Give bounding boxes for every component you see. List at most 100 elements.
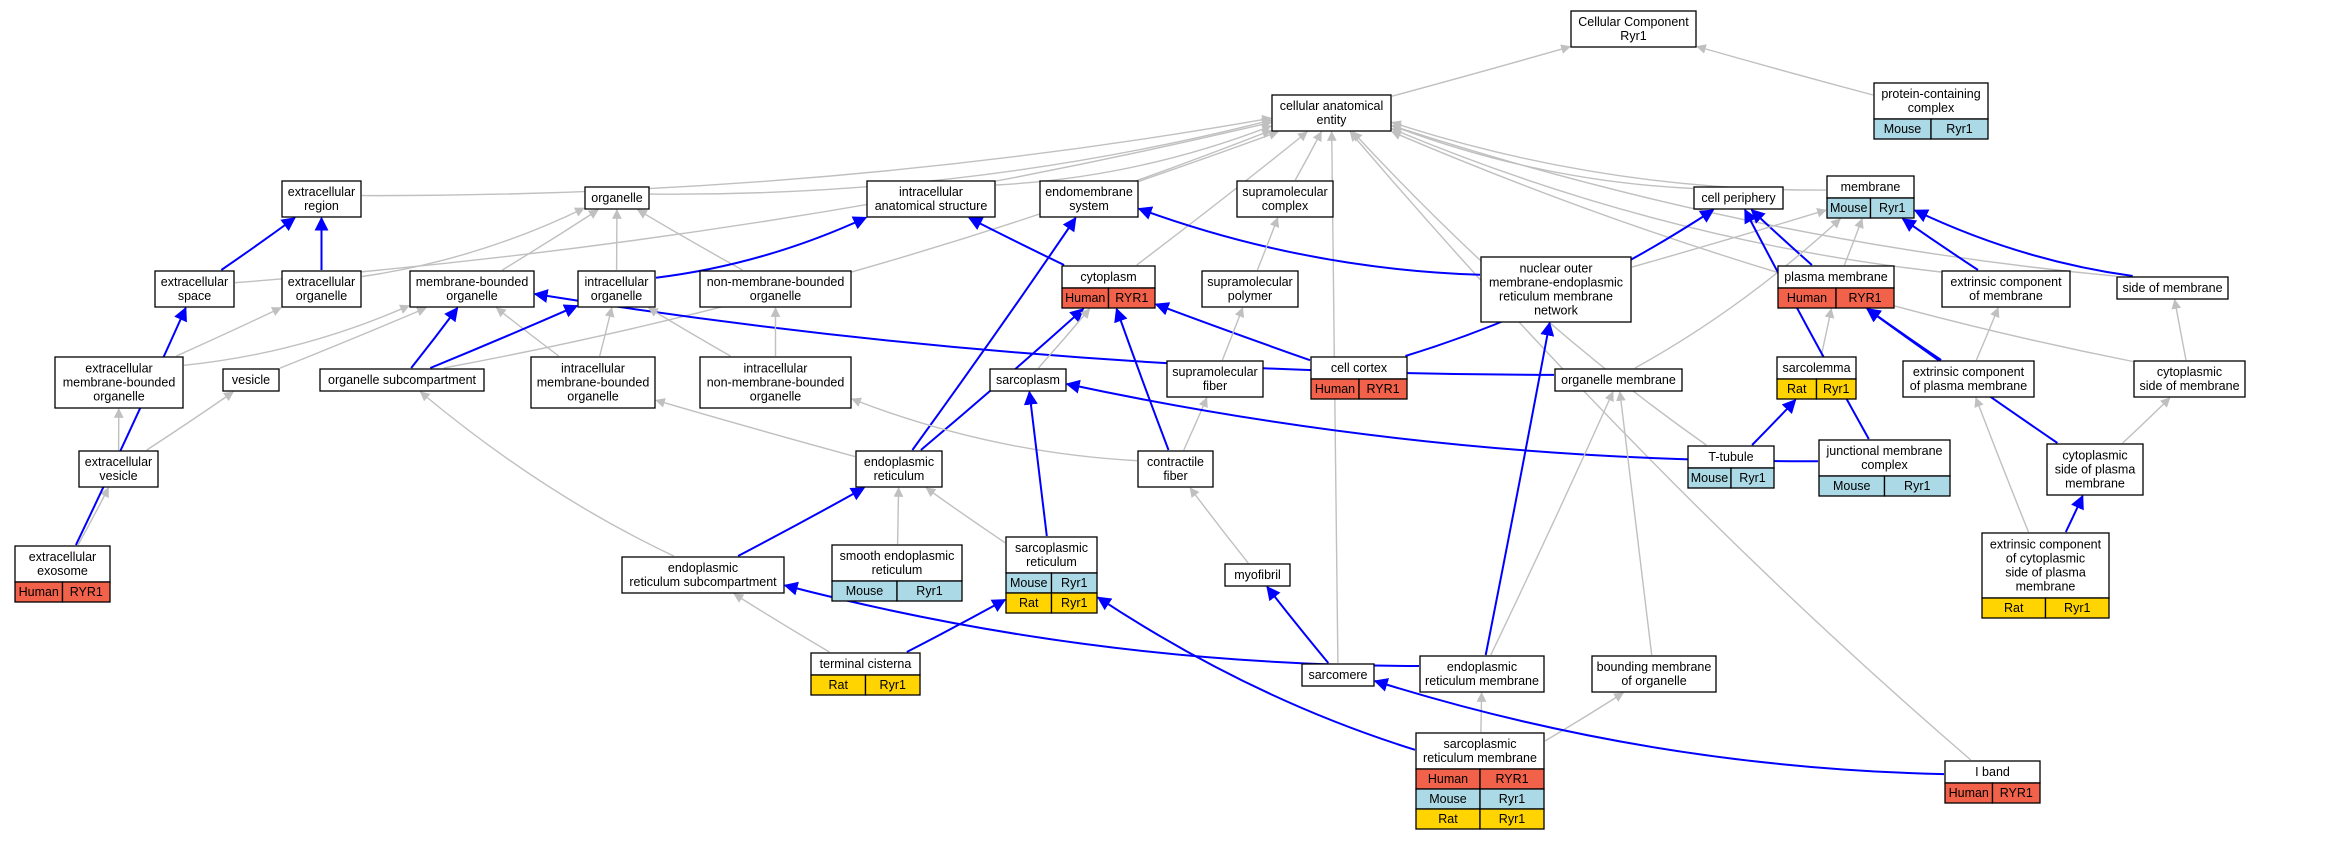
- node-intracellular-non-membrane-bounded-organelle[interactable]: intracellularnon-membrane-boundedorganel…: [699, 356, 852, 409]
- species-label: Human: [1787, 291, 1827, 305]
- node-label: reticulum: [874, 469, 925, 483]
- node-label: Ryr1: [1620, 29, 1646, 43]
- node-sarcomere[interactable]: sarcomere: [1301, 663, 1375, 687]
- edge-is-a: [361, 207, 585, 278]
- edge-part-of: [1266, 585, 1330, 664]
- node-myofibril[interactable]: myofibril: [1224, 563, 1291, 587]
- node-label: organelle: [591, 289, 642, 303]
- edge-is-a: [1974, 397, 2030, 533]
- species-label: Rat: [829, 678, 849, 692]
- node-nuclear-outer-membrane-er-network[interactable]: nuclear outermembrane-endoplasmicreticul…: [1480, 256, 1632, 323]
- node-vesicle[interactable]: vesicle: [222, 368, 280, 392]
- node-label: intracellular: [585, 275, 649, 289]
- node-box: [1591, 655, 1717, 693]
- node-label: endoplasmic: [1447, 660, 1517, 674]
- edge-is-a: [1037, 308, 1091, 369]
- edge-part-of: [906, 598, 1007, 653]
- node-box: [530, 356, 656, 409]
- node-label: side of membrane: [2122, 281, 2222, 295]
- node-box: [1570, 10, 1697, 48]
- gene-label: Ryr1: [1904, 479, 1930, 493]
- edge-is-a: [1183, 397, 1208, 451]
- node-label: membrane: [2065, 477, 2125, 491]
- node-label: endoplasmic: [668, 561, 738, 575]
- edge-is-a: [1490, 391, 1614, 656]
- gene-cell: [1050, 592, 1098, 614]
- species-label: Human: [1949, 786, 1989, 800]
- node-label: non-membrane-bounded: [707, 275, 845, 289]
- node-box: [1818, 439, 1951, 477]
- node-organelle-membrane[interactable]: organelle membrane: [1554, 368, 1683, 392]
- node-sarcoplasm[interactable]: sarcoplasm: [989, 368, 1067, 392]
- node-box: [1419, 655, 1545, 693]
- edge-part-of: [1096, 596, 1416, 751]
- edge-is-a: [1349, 131, 1972, 761]
- node-box: [281, 180, 362, 218]
- node-label: I band: [1975, 765, 2010, 779]
- node-label: cytoplasmic: [2062, 449, 2127, 463]
- gene-label: RYR1: [1366, 382, 1399, 396]
- node-cell-periphery[interactable]: cell periphery: [1693, 186, 1784, 210]
- node-label: network: [1534, 304, 1579, 318]
- edge-is-a: [1616, 391, 1653, 656]
- node-label: fiber: [1163, 469, 1187, 483]
- edge-is-a: [77, 487, 110, 546]
- node-label: reticulum membrane: [1423, 751, 1537, 765]
- edge-is-a: [1820, 308, 1835, 357]
- node-label: organelle: [591, 191, 642, 205]
- node-label: sarcoplasm: [996, 373, 1060, 387]
- node-organelle[interactable]: organelle: [584, 186, 650, 210]
- node-label: organelle: [750, 390, 801, 404]
- edge-is-a: [1634, 218, 1841, 369]
- edge-layer: [74, 44, 2187, 776]
- node-label: smooth endoplasmic: [840, 549, 955, 563]
- gene-cell: [2044, 597, 2110, 619]
- gene-cell: [1930, 118, 1989, 140]
- node-label: extracellular: [85, 362, 152, 376]
- edge-is-a: [893, 487, 904, 545]
- node-side-of-membrane[interactable]: side of membrane: [2116, 276, 2229, 300]
- node-organelle-subcompartment[interactable]: organelle subcompartment: [319, 368, 485, 392]
- gene-cell: [896, 580, 963, 602]
